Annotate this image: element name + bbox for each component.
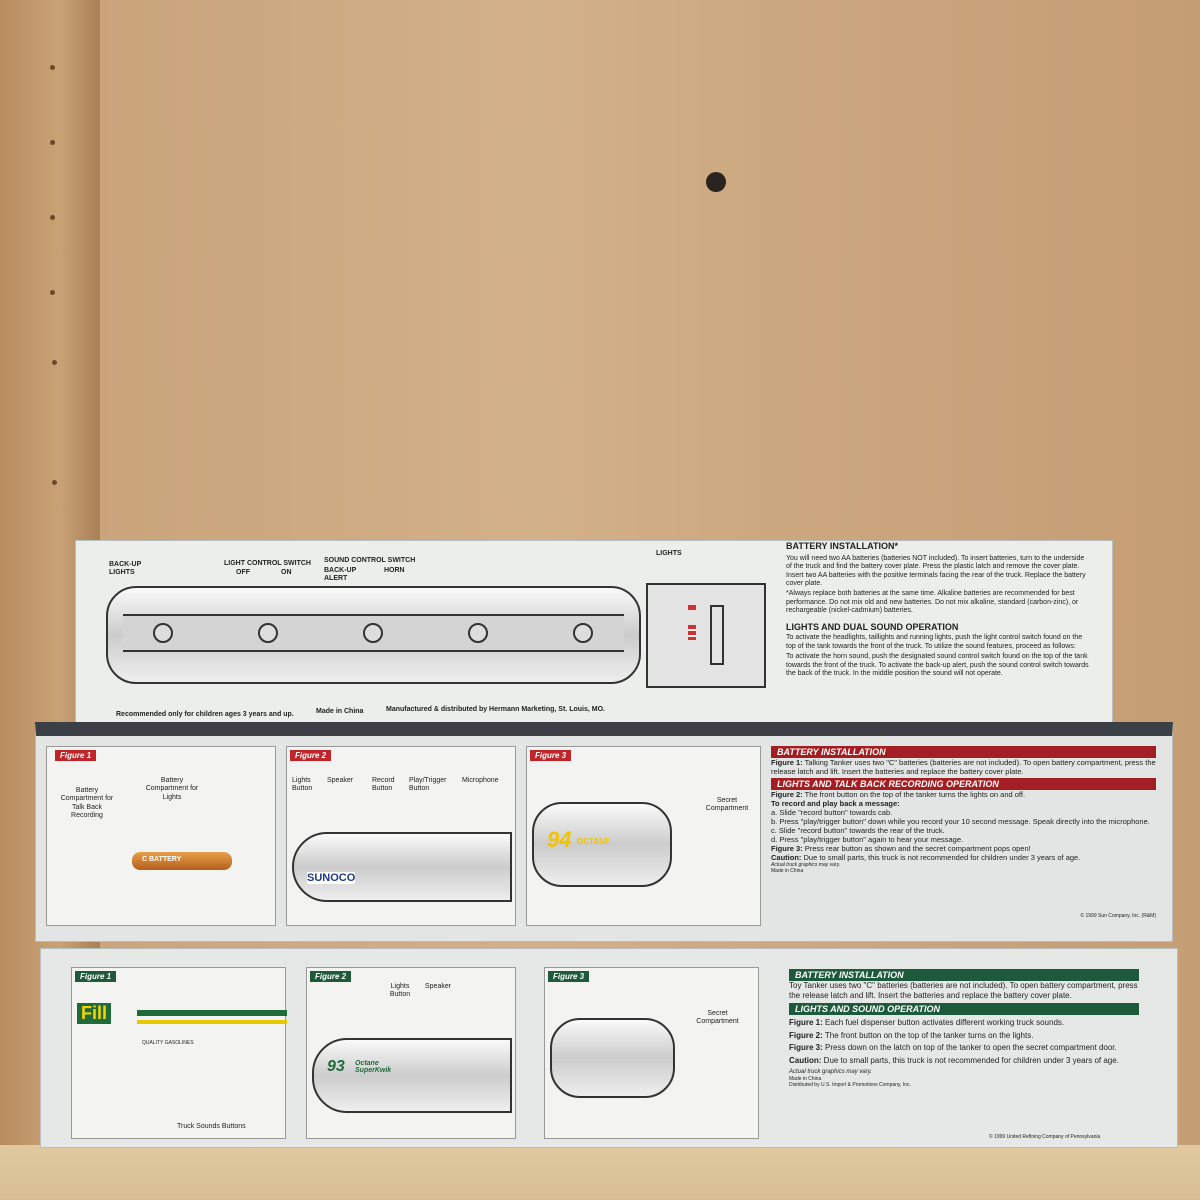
lights-label: LIGHTS <box>656 550 682 557</box>
figure-1-panel: Figure 1 Fill QUALITY GASOLINES Truck So… <box>71 967 287 1139</box>
fig-label: Figure 1: <box>771 758 803 767</box>
callout: Lights Button <box>389 983 411 999</box>
battery-text: Talking Tanker uses two "C" batteries (b… <box>771 758 1156 776</box>
figure-label: Figure 3 <box>548 971 590 982</box>
shelf <box>0 1145 1200 1200</box>
sound-switch-label: SOUND CONTROL SWITCH <box>324 557 416 564</box>
callout: Lights Button <box>292 777 313 793</box>
lights-title: LIGHTS AND SOUND OPERATION <box>789 1003 1139 1016</box>
battery-text: You will need two AA batteries (batterie… <box>786 554 1086 587</box>
on-label: ON <box>281 569 292 576</box>
backup-alert-label: BACK-UP ALERT <box>324 567 357 583</box>
fig-label: Figure 2: <box>789 1030 823 1040</box>
figure-3-panel: Figure 3 Secret Compartment 94 OCTANE <box>526 746 761 926</box>
instructions: BATTERY INSTALLATION Figure 1: Talking T… <box>771 746 1156 919</box>
lights-title: LIGHTS AND TALK BACK RECORDING OPERATION <box>771 778 1156 790</box>
horn-label: HORN <box>384 567 405 574</box>
octane-label: Octane SuperKwik <box>355 1060 392 1074</box>
text: Press rear button as shown and the secre… <box>804 844 1031 853</box>
text: The front button on the top of the tanke… <box>804 790 1026 799</box>
callout: Record Button <box>372 777 395 793</box>
lights-title: LIGHTS AND DUAL SOUND OPERATION <box>786 621 959 632</box>
figure-label: Figure 1 <box>75 971 117 982</box>
battery-note: *Always replace both batteries at the sa… <box>786 590 1079 615</box>
made-in-china: Made in China <box>789 1075 822 1082</box>
quality-text: QUALITY GASOLINES <box>142 1040 194 1046</box>
tanker-drawing <box>106 586 641 684</box>
cab-drawing <box>646 583 766 688</box>
step: d. Press "play/trigger button" again to … <box>771 835 964 844</box>
octane-label: OCTANE <box>577 837 611 846</box>
manufacturer-note: Manufactured & distributed by Hermann Ma… <box>386 706 605 713</box>
step: a. Slide "record button" towards cab. <box>771 808 893 817</box>
fig-label: Figure 2: <box>771 790 803 799</box>
instructions: BATTERY INSTALLATION Toy Tanker uses two… <box>789 969 1139 1140</box>
copyright: © 1999 United Refining Company of Pennsy… <box>989 1134 1101 1140</box>
battery-title: BATTERY INSTALLATION* <box>786 541 898 551</box>
octane-number: 93 <box>327 1058 345 1075</box>
step: c. Slide "record button" towards the rea… <box>771 826 945 835</box>
octane-number: 94 <box>547 827 572 852</box>
off-label: OFF <box>236 569 250 576</box>
figure-2-panel: Figure 2 Lights Button Speaker Record Bu… <box>286 746 516 926</box>
sunoco-logo: SUNOCO <box>307 872 356 884</box>
callout: Speaker <box>425 983 452 990</box>
caution-text: Due to small parts, this truck is not re… <box>803 853 1081 862</box>
figure-2-panel: Figure 2 Lights Button Speaker 93 Octane… <box>306 967 516 1139</box>
middle-box: Figure 1 Battery Compartment for Talk Ba… <box>35 722 1173 942</box>
vary-note: Actual truck graphics may vary. <box>789 1068 872 1075</box>
bottom-box: Figure 1 Fill QUALITY GASOLINES Truck So… <box>40 948 1178 1148</box>
callout: Microphone <box>462 777 499 784</box>
record-title: To record and play back a message: <box>771 799 900 808</box>
callout: Truck Sounds Buttons <box>177 1123 246 1130</box>
callout: Battery Compartment for Talk Back Record… <box>60 787 114 820</box>
backup-lights-label: BACK-UP LIGHTS <box>109 561 142 577</box>
fig-label: Figure 3: <box>789 1043 823 1053</box>
figure-3-panel: Figure 3 Secret Compartment <box>544 967 759 1139</box>
figure-label: Figure 2 <box>310 971 352 982</box>
made-in-china: Made in China <box>316 708 364 715</box>
battery-text: Toy Tanker uses two "C" batteries (batte… <box>789 981 1138 1000</box>
figure-label: Figure 1 <box>55 750 97 761</box>
battery-title: BATTERY INSTALLATION <box>771 746 1156 758</box>
fill-logo: Fill <box>77 1003 111 1024</box>
text: Each fuel dispenser button activates dif… <box>825 1018 1065 1028</box>
callout: Speaker <box>327 777 354 784</box>
made-in-china: Made in China <box>771 868 804 874</box>
step: b. Press "play/trigger button" down whil… <box>771 817 1150 826</box>
callout: Secret Compartment <box>696 1010 739 1026</box>
callout: Play/Trigger Button <box>409 777 447 793</box>
text: The front button on the top of the tanke… <box>824 1030 1034 1040</box>
vary-note: Actual truck graphics may vary. <box>771 862 841 868</box>
battery-graphic: C BATTERY <box>132 852 232 870</box>
lights-text-2: To activate the horn sound, push the des… <box>786 653 1089 677</box>
fig-label: Figure 1: <box>789 1018 823 1028</box>
copyright: © 1999 Sun Company, Inc. (R&M) <box>1080 913 1156 919</box>
caution-text: Due to small parts, this truck is not re… <box>823 1055 1119 1065</box>
figure-1-panel: Figure 1 Battery Compartment for Talk Ba… <box>46 746 276 926</box>
lights-text: To activate the headlights, taillights a… <box>786 634 1083 650</box>
figure-label: Figure 2 <box>290 750 332 761</box>
instructions: BATTERY INSTALLATION* You will need two … <box>786 541 1091 680</box>
distributor-note: Distributed by U.S. Import & Promotions … <box>789 1081 911 1088</box>
age-note: Recommended only for children ages 3 yea… <box>116 711 294 718</box>
screw <box>706 172 726 192</box>
caution-label: Caution: <box>789 1055 822 1065</box>
light-switch-label: LIGHT CONTROL SWITCH <box>224 560 311 567</box>
caution-label: Caution: <box>771 853 802 862</box>
top-box: BACK-UP LIGHTS LIGHT CONTROL SWITCH OFF … <box>75 540 1113 723</box>
battery-title: BATTERY INSTALLATION <box>789 969 1139 981</box>
text: Press down on the latch on top of the ta… <box>825 1043 1117 1053</box>
callout: Battery Compartment for Lights <box>145 777 199 801</box>
fig-label: Figure 3: <box>771 844 803 853</box>
figure-label: Figure 3 <box>530 750 572 761</box>
callout: Secret Compartment <box>705 797 749 813</box>
